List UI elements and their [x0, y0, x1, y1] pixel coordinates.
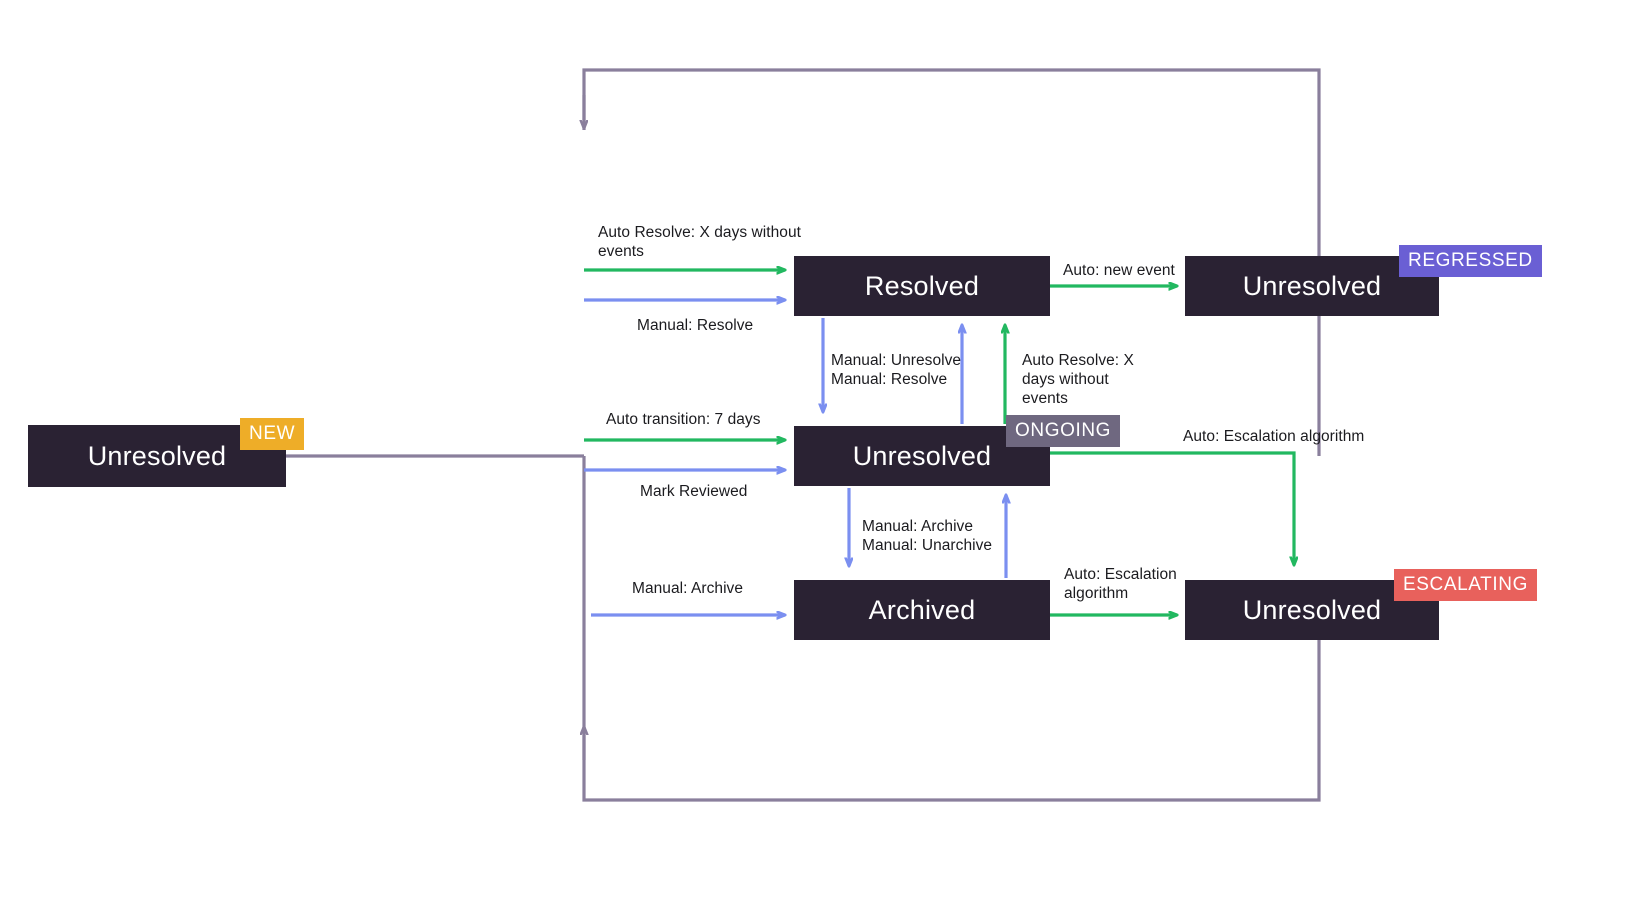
status-badge-regressed: REGRESSED [1399, 245, 1542, 277]
node-label: Unresolved [1242, 270, 1382, 301]
edge-label-manual-unresolve-resolve: Manual: Unresolve Manual: Resolve [831, 352, 962, 388]
edge-label-manual-archive-unarchive: Manual: Archive Manual: Unarchive [862, 518, 993, 554]
node-unresolved-regressed[interactable]: Unresolved [1185, 256, 1439, 316]
node-label: Unresolved [1242, 594, 1382, 625]
badge-label: ONGOING [1015, 420, 1112, 441]
loop-spine-bottom [584, 456, 1321, 802]
edge-label-auto-resolve-top: Auto Resolve: X days without events [598, 224, 802, 260]
edge-label-auto-transition-7-days: Auto transition: 7 days [606, 411, 761, 428]
node-archived[interactable]: Archived [794, 580, 1050, 640]
badge-label: REGRESSED [1408, 250, 1533, 271]
edge-ongoing-to-escalating [1050, 451, 1294, 565]
node-label: Resolved [864, 270, 980, 301]
status-badge-new: NEW [240, 418, 305, 450]
badge-label: ESCALATING [1403, 574, 1528, 595]
edge-label-manual-resolve-top: Manual: Resolve [637, 317, 754, 334]
edge-label-auto-escalation-right: Auto: Escalation algorithm [1183, 428, 1365, 445]
badge-label: NEW [249, 423, 296, 444]
node-label: Archived [868, 594, 976, 625]
edge-label-auto-new-event: Auto: new event [1063, 262, 1175, 279]
status-badge-ongoing: ONGOING [1006, 415, 1121, 447]
status-badge-escalating: ESCALATING [1394, 569, 1537, 601]
node-label: Unresolved [87, 440, 227, 471]
node-label: Unresolved [852, 440, 992, 471]
node-resolved[interactable]: Resolved [794, 256, 1050, 316]
edge-label-manual-archive-left: Manual: Archive [632, 580, 744, 597]
edge-label-mark-reviewed: Mark Reviewed [640, 483, 748, 500]
edge-label-auto-resolve-mid: Auto Resolve: X days without events [1022, 352, 1134, 407]
edge-label-auto-escalation-bottom: Auto: Escalation algorithm [1064, 566, 1177, 602]
